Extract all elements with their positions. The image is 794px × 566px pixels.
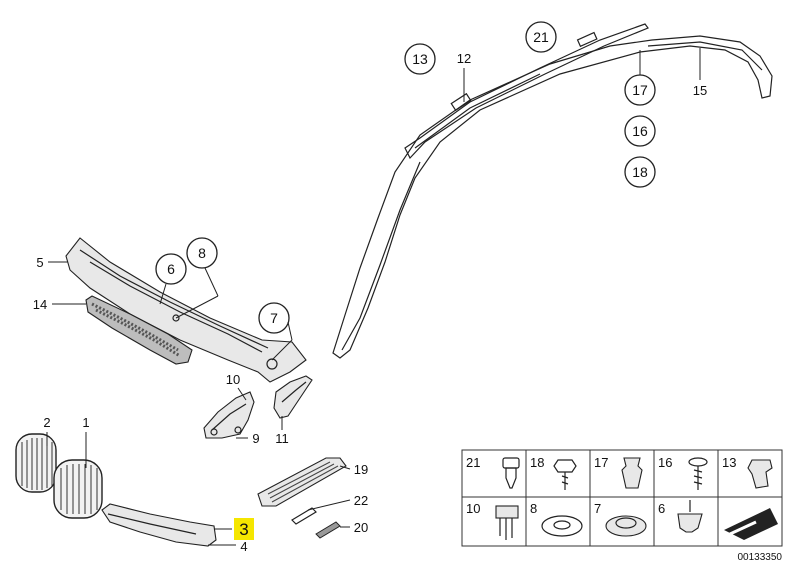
svg-text:17: 17 <box>632 82 648 98</box>
svg-text:10: 10 <box>226 372 240 387</box>
side-vent-grille[interactable] <box>257 457 347 507</box>
svg-text:18: 18 <box>632 164 648 180</box>
kidney-grille-left[interactable] <box>15 433 57 493</box>
callout-4[interactable]: 4 <box>208 539 248 554</box>
callout-2[interactable]: 2 <box>43 415 51 446</box>
callout-18[interactable]: 18 <box>624 156 656 188</box>
fastener-cell-18[interactable]: 18 <box>530 455 577 490</box>
svg-text:6: 6 <box>167 261 175 277</box>
callout-21[interactable]: 21 <box>525 21 557 53</box>
callout-9[interactable]: 9 <box>236 431 260 446</box>
svg-text:21: 21 <box>466 455 480 470</box>
mesh-grille[interactable] <box>85 295 193 365</box>
badge-emblem[interactable] <box>315 521 341 539</box>
svg-text:9: 9 <box>252 431 259 446</box>
bracket-left[interactable] <box>203 391 255 439</box>
emblem-clip[interactable] <box>291 507 317 525</box>
callout-19[interactable]: 19 <box>339 462 368 477</box>
lower-trim-strip[interactable] <box>101 503 217 547</box>
diagram-code: 00133350 <box>738 552 783 563</box>
svg-text:19: 19 <box>354 462 368 477</box>
svg-text:11: 11 <box>275 431 289 446</box>
fastener-cell-10[interactable]: 10 <box>466 501 519 540</box>
fastener-cell-17[interactable]: 17 <box>594 455 643 489</box>
svg-text:2: 2 <box>43 415 50 430</box>
svg-text:14: 14 <box>33 297 47 312</box>
svg-text:6: 6 <box>658 501 665 516</box>
callout-6[interactable]: 6 <box>155 253 187 305</box>
svg-text:16: 16 <box>632 123 648 139</box>
callout-1[interactable]: 1 <box>82 415 90 468</box>
callout-22[interactable]: 22 <box>307 493 368 511</box>
kidney-grille-right[interactable] <box>53 459 103 519</box>
callout-14[interactable]: 14 <box>33 297 86 312</box>
svg-text:4: 4 <box>240 539 247 554</box>
callout-7[interactable]: 7 <box>258 302 293 361</box>
svg-text:8: 8 <box>530 501 537 516</box>
svg-text:20: 20 <box>354 520 368 535</box>
callout-16[interactable]: 16 <box>624 115 656 147</box>
svg-text:7: 7 <box>270 310 278 326</box>
roof-trim-strip[interactable] <box>332 23 773 359</box>
svg-text:13: 13 <box>412 51 428 67</box>
svg-text:16: 16 <box>658 455 672 470</box>
fastener-cell-21[interactable]: 21 <box>466 455 520 489</box>
svg-text:13: 13 <box>722 455 736 470</box>
svg-text:12: 12 <box>457 51 471 66</box>
callout-3[interactable]: 3 <box>214 518 254 540</box>
svg-text:1: 1 <box>82 415 89 430</box>
callout-10[interactable]: 10 <box>226 372 247 401</box>
svg-text:8: 8 <box>198 245 206 261</box>
svg-text:3: 3 <box>239 520 248 539</box>
cowl-panel[interactable] <box>65 237 307 383</box>
callout-17[interactable]: 17 <box>624 50 656 106</box>
callout-5[interactable]: 5 <box>36 255 68 270</box>
svg-text:22: 22 <box>354 493 368 508</box>
fastener-cell-8[interactable]: 8 <box>530 501 583 537</box>
fastener-table: 21 18 17 16 13 10 <box>461 449 783 547</box>
fastener-cell-6[interactable]: 6 <box>658 500 703 533</box>
callout-20[interactable]: 20 <box>340 520 368 535</box>
callout-15[interactable]: 15 <box>693 48 707 98</box>
callout-13[interactable]: 13 <box>404 43 436 75</box>
bracket-right[interactable] <box>273 375 313 419</box>
fastener-cell-13[interactable]: 13 <box>722 455 773 489</box>
callout-8[interactable]: 8 <box>175 237 219 319</box>
svg-text:10: 10 <box>466 501 480 516</box>
svg-text:7: 7 <box>594 501 601 516</box>
svg-text:21: 21 <box>533 29 549 45</box>
svg-text:5: 5 <box>36 255 43 270</box>
fastener-cell-7[interactable]: 7 <box>594 501 647 537</box>
svg-text:00133350: 00133350 <box>738 552 783 563</box>
svg-text:17: 17 <box>594 455 608 470</box>
fastener-cell-16[interactable]: 16 <box>658 455 708 490</box>
callout-12[interactable]: 12 <box>457 51 471 102</box>
arrow-icon <box>724 508 778 540</box>
callout-11[interactable]: 11 <box>275 416 289 446</box>
svg-text:18: 18 <box>530 455 544 470</box>
svg-text:15: 15 <box>693 83 707 98</box>
